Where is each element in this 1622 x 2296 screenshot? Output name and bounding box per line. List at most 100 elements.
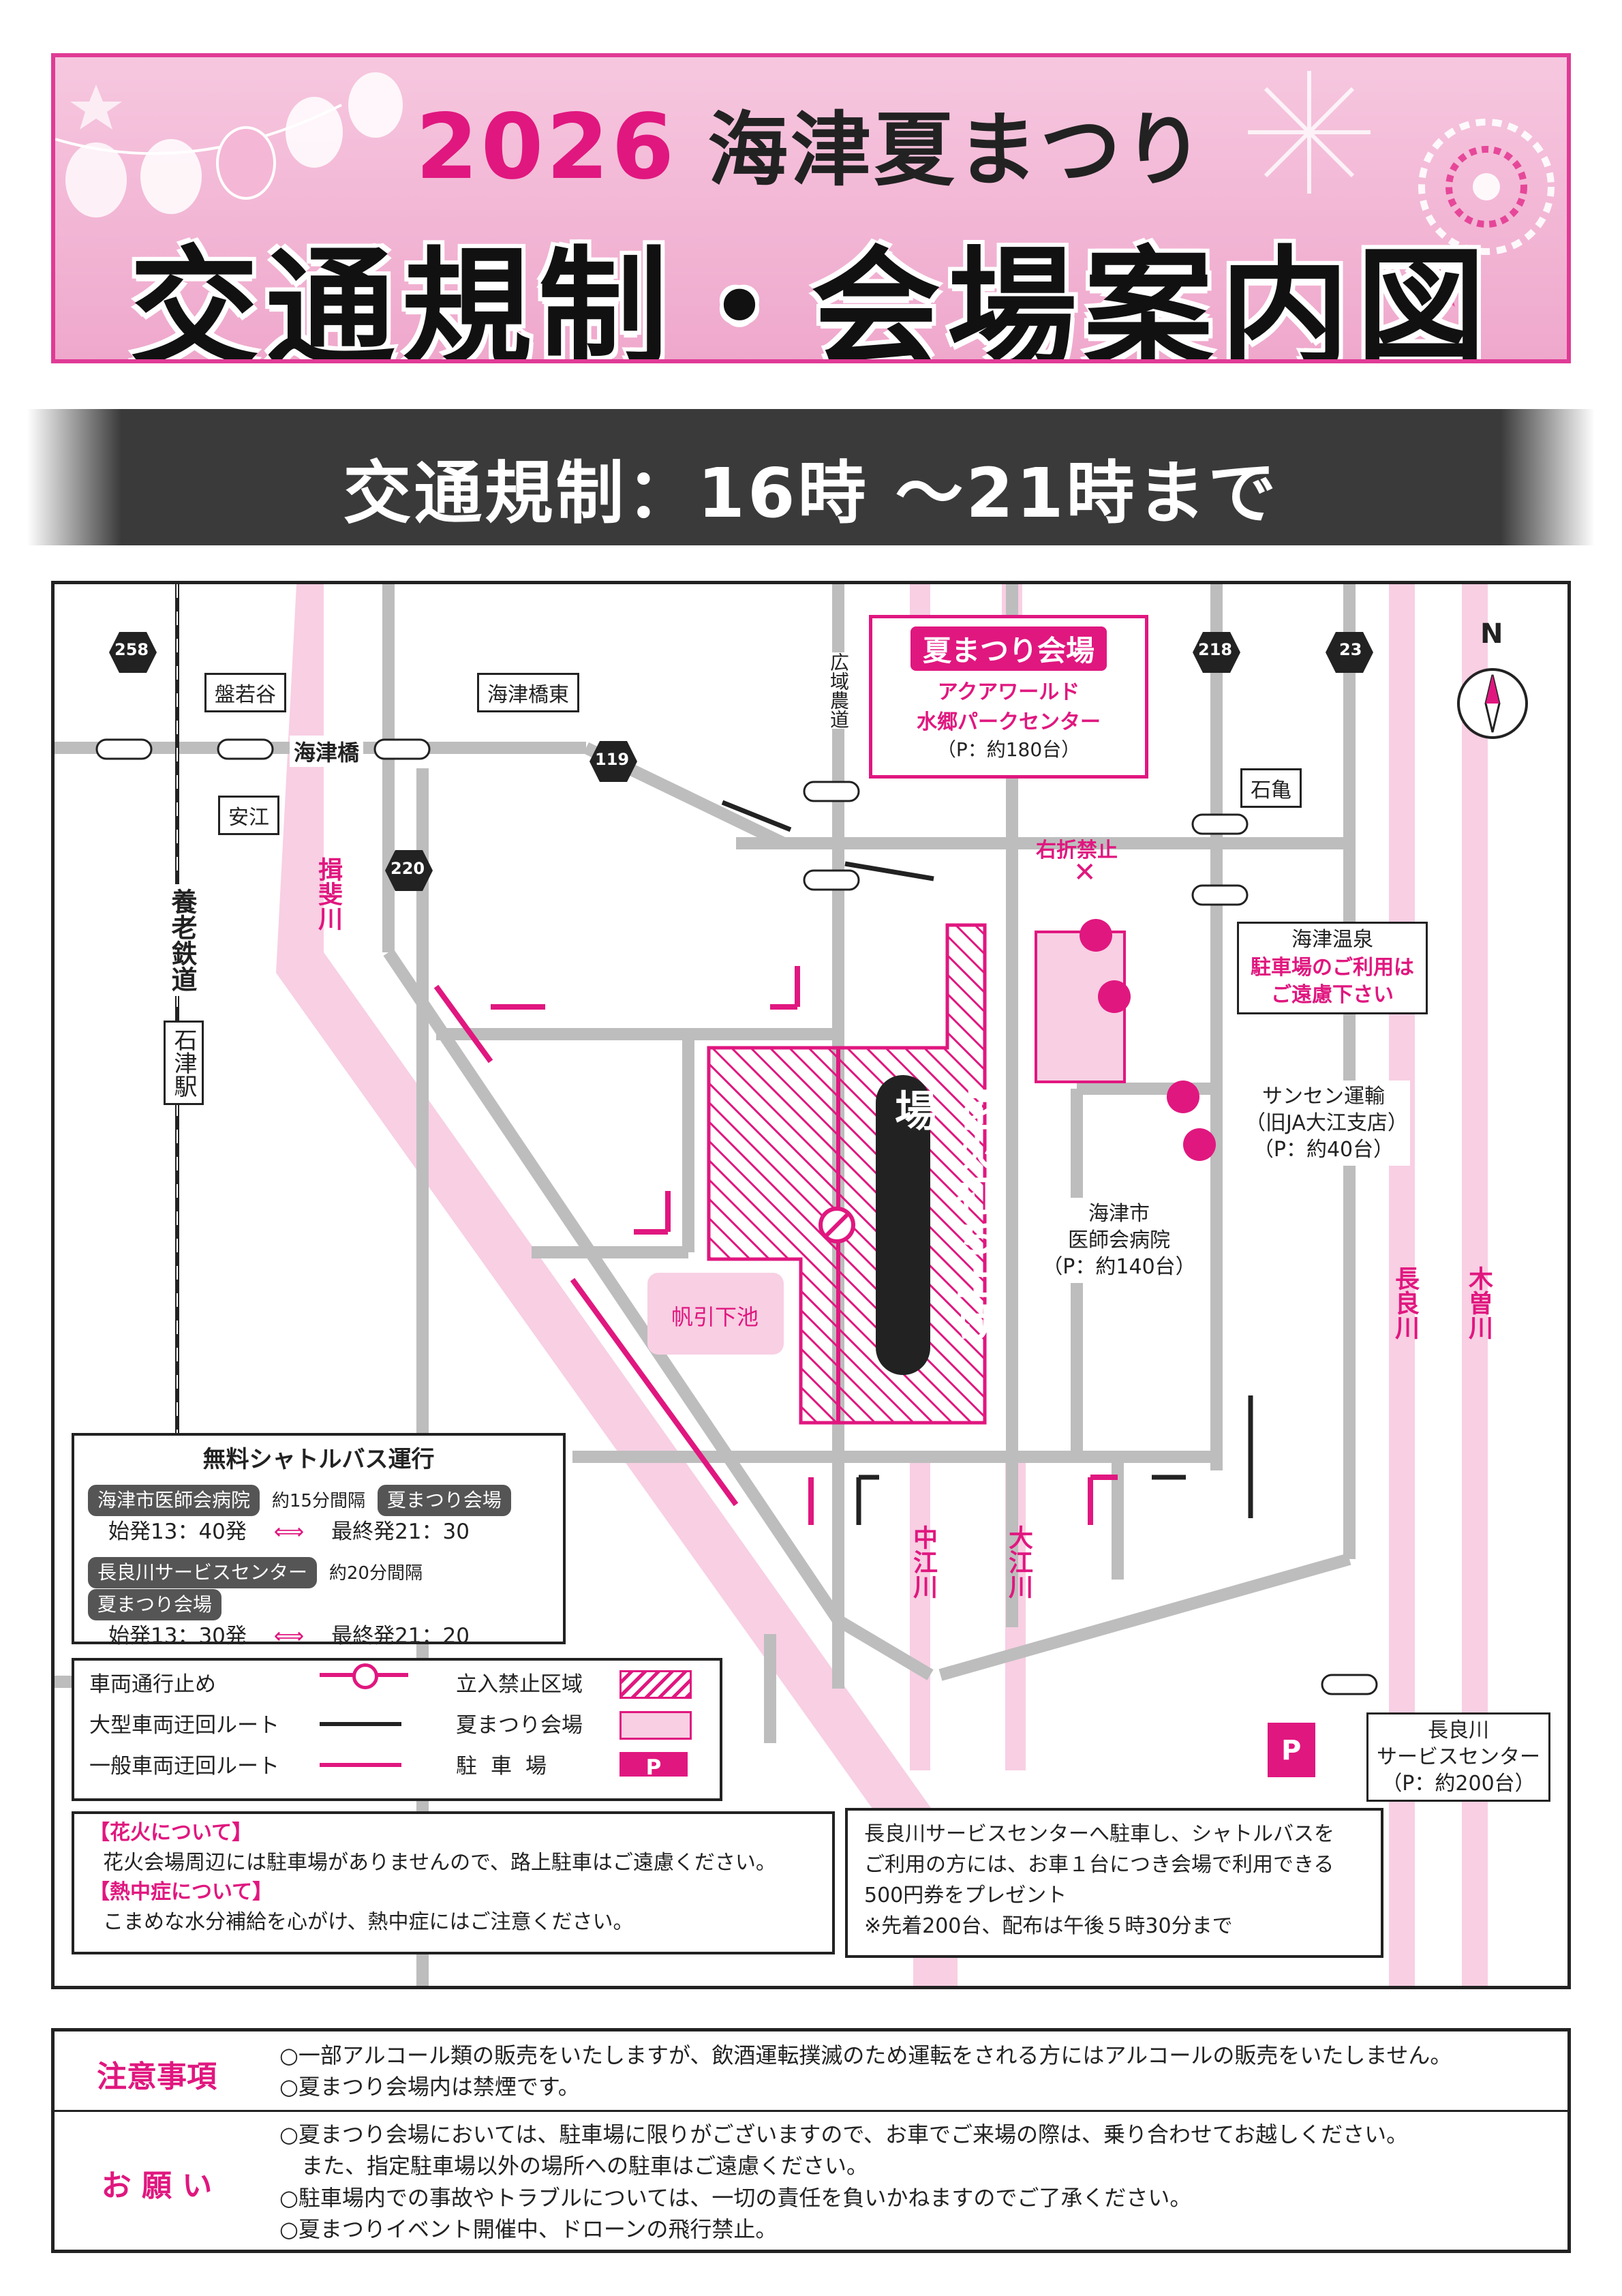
fireworks-icon — [1418, 119, 1555, 255]
farm-road-label: 広域農道 — [825, 652, 852, 729]
closed-road-sign-icon — [818, 1207, 855, 1243]
river-nakae: 中江川 — [909, 1525, 937, 1599]
shuttle-to-1: 夏まつり会場 — [377, 1485, 511, 1516]
shuttle-arrow-icon: ⟺ — [273, 1520, 305, 1544]
legend-large-detour: 大型車両迂回ルート — [89, 1713, 279, 1738]
star-icon — [1413, 262, 1465, 307]
no-right-turn-icon: ✕ — [1073, 857, 1097, 888]
onsen-name: 海津温泉 — [1291, 928, 1373, 952]
service-center-parking-mark: P — [1281, 1735, 1302, 1766]
river-oe: 大江川 — [1005, 1525, 1032, 1599]
venue-name1: アクアワールド — [937, 680, 1080, 704]
shuttle-first-2: 始発13：30発 — [108, 1623, 247, 1648]
fireworks-icon — [1248, 71, 1371, 194]
hospital-callout: 海津市 医師会病院 （P：約140台） — [1032, 1198, 1206, 1283]
shuttle-last-1: 最終発21：30 — [331, 1520, 470, 1544]
legend-venue: 夏まつり会場 — [456, 1713, 583, 1738]
traffic-lights — [95, 738, 1378, 1695]
river-kiso: 木曽川 — [1465, 1266, 1493, 1340]
lantern-icon — [286, 97, 343, 168]
promo-line1: 長良川サービスセンターへ駐車し、シャトルバスを — [864, 1822, 1334, 1846]
heatstroke-note-text: こまめな水分補給を心がけ、熱中症にはご注意ください。 — [103, 1909, 634, 1934]
header-banner: 2026 海津夏まつり 交通規制・会場案内図 — [51, 53, 1571, 363]
large-detour-arrow-icon — [320, 1722, 401, 1726]
request-line-2: また、指定駐車場以外の場所への駐車はご遠慮ください。 — [279, 2153, 869, 2179]
shuttle-from-2: 長良川サービスセンター — [88, 1556, 318, 1588]
lantern-icon — [65, 142, 127, 217]
pond-label: 帆引下池 — [671, 1304, 759, 1330]
hospital-parking: （P：約140台） — [1042, 1255, 1196, 1279]
sansen-callout: サンセン運輸 （旧JA大江支店） （P：約40台） — [1237, 1081, 1410, 1166]
pond-area — [647, 1273, 784, 1355]
request-body: ○夏まつり会場においては、駐車場に限りがございますので、お車でご来場の際は、乗り… — [279, 2119, 1554, 2246]
onsen-callout: 海津温泉 駐車場のご利用は ご遠慮下さい — [1237, 922, 1428, 1014]
event-title: 2026 海津夏まつり — [55, 85, 1567, 201]
service-center-callout: 長良川 サービスセンター （P：約200台） — [1366, 1712, 1550, 1802]
railway-label: 養老鉄道 — [164, 884, 201, 996]
traffic-time-text: 交通規制：16時 ～21時まで — [343, 453, 1279, 533]
shuttle-to-2: 夏まつり会場 — [88, 1588, 222, 1620]
hospital-name2: 医師会病院 — [1068, 1228, 1170, 1252]
star-icon — [70, 85, 122, 130]
lantern-icon — [348, 72, 403, 138]
intersection-bangyakudani: 盤若谷 — [204, 673, 286, 712]
legend-parking-swatch: P — [619, 1752, 688, 1780]
traffic-time-bar: 交通規制：16時 ～21時まで — [27, 409, 1595, 545]
route-23: 23 — [1339, 640, 1362, 659]
shuttle-last-2: 最終発21：20 — [331, 1623, 470, 1648]
fireworks-site-badge: 花火打ち上げ場 — [876, 1075, 998, 1375]
caution-line-2: ○夏まつり会場内は禁煙です。 — [279, 2074, 580, 2100]
route-258: 258 — [114, 640, 149, 659]
fireworks-note-title: 【花火について】 — [89, 1821, 253, 1845]
large-detour-arrows — [721, 800, 1253, 1525]
shuttle-arrow-icon: ⟺ — [273, 1623, 305, 1648]
event-year: 2026 — [415, 95, 677, 200]
route-119: 119 — [595, 750, 630, 769]
no-right-turn-label: 右折禁止 — [1036, 839, 1118, 862]
heatstroke-note-title: 【熱中症について】 — [89, 1880, 273, 1904]
caution-line-1: ○一部アルコール類の販売をいたしますが、飲酒運転撲滅のため運転をされる方にはアル… — [279, 2042, 1452, 2068]
shuttle-route-2: 長良川サービスセンター 約20分間隔 夏まつり会場 — [88, 1556, 549, 1620]
intersection-kaizubashi-east: 海津橋東 — [477, 673, 579, 712]
shuttle-interval-1: 約15分間隔 — [271, 1491, 365, 1511]
service-center-name2: サービスセンター — [1377, 1745, 1540, 1769]
station-label: 石津駅 — [164, 1021, 204, 1105]
onsen-note1: 駐車場のご利用は — [1251, 955, 1414, 980]
intersection-kaizubashi: 海津橋 — [290, 736, 364, 767]
parking-service-center — [1268, 1723, 1315, 1777]
sansen-parking: （P：約40台） — [1253, 1138, 1394, 1162]
promo-line3: 500円券をプレゼント — [864, 1884, 1067, 1907]
request-head: お 願 い — [101, 2169, 213, 2203]
shuttle-first-1: 始発13：40発 — [108, 1520, 247, 1544]
lantern-icon — [216, 126, 276, 200]
promo-line4: ※先着200台、配布は午後５時30分まで — [864, 1914, 1233, 1938]
river-ibi: 揖斐川 — [314, 857, 342, 931]
venue-callout: 夏まつり会場 アクアワールド 水郷パークセンター （P：約180台） — [869, 615, 1148, 779]
river-nagara: 長良川 — [1391, 1266, 1419, 1340]
closed-road-sign-icon — [352, 1663, 378, 1689]
caution-body: ○一部アルコール類の販売をいたしますが、飲酒運転撲滅のため運転をされる方にはアル… — [279, 2040, 1554, 2103]
general-detour-arrow-icon — [320, 1763, 401, 1767]
legend-panel: 車両通行止め 大型車両迂回ルート 一般車両迂回ルート 立入禁止区域 夏まつり会場… — [72, 1658, 722, 1801]
shuttle-from-1: 海津市医師会病院 — [88, 1485, 260, 1516]
north-label: N — [1480, 618, 1503, 650]
compass-icon — [1457, 668, 1528, 739]
route-220: 220 — [391, 859, 425, 878]
legend-no-entry: 立入禁止区域 — [456, 1672, 583, 1697]
hospital-name1: 海津市 — [1088, 1202, 1150, 1226]
legend-general-detour: 一般車両迂回ルート — [89, 1754, 279, 1779]
route-shields — [109, 632, 1373, 891]
venue-name2: 水郷パークセンター — [917, 710, 1101, 734]
shuttle-times-2: 始発13：30発 ⟺ 最終発21：20 — [88, 1620, 549, 1652]
service-center-parking: （P：約200台） — [1381, 1772, 1535, 1796]
shuttle-panel: 無料シャトルバス運行 海津市医師会病院 約15分間隔 夏まつり会場 始発13：4… — [72, 1433, 566, 1648]
legend-venue-swatch — [619, 1711, 692, 1740]
legend-parking: 駐車場 — [456, 1754, 560, 1779]
fireworks-site-label: 花火打ち上げ場 — [887, 1089, 998, 1342]
main-title: 交通規制・会場案内図 — [129, 234, 1493, 363]
header-decoration — [55, 71, 1555, 307]
route-218: 218 — [1198, 640, 1233, 659]
shuttle-route-1: 海津市医師会病院 約15分間隔 夏まつり会場 — [88, 1484, 549, 1516]
fireworks-note-text: 花火会場周辺には駐車場がありませんので、路上駐車はご遠慮ください。 — [103, 1850, 776, 1875]
venue-parking: （P：約180台） — [936, 738, 1081, 761]
